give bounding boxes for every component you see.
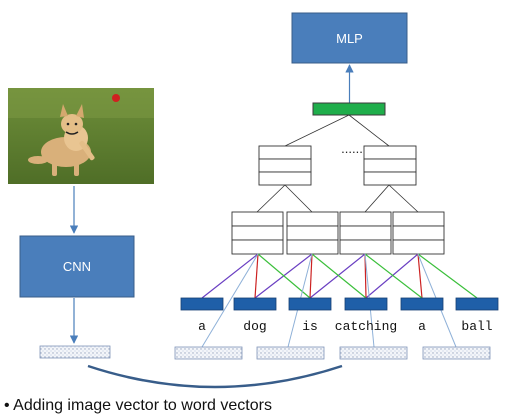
dotted-vector-icon: [339, 346, 408, 360]
token-edges: [201, 253, 478, 299]
tree-edge: [256, 184, 286, 213]
output-vector: [312, 102, 386, 116]
word-label: is: [302, 319, 318, 334]
dotted-vector-icon: [256, 346, 325, 360]
ellipsis-text: ......: [341, 141, 363, 156]
tree-node-bottom-1: [231, 211, 284, 255]
cnn-block: [19, 235, 135, 298]
tree-node-bottom-2: [286, 211, 339, 255]
adding-bracket: [87, 364, 343, 389]
token-box: [288, 297, 332, 311]
token-box: [233, 297, 277, 311]
dotted-vector-icon: [422, 346, 491, 360]
tree-edge: [388, 184, 419, 213]
token-box: [400, 297, 444, 311]
word-label: a: [418, 319, 426, 334]
dotted-vector-icon: [174, 346, 243, 360]
mlp-label: MLP: [336, 31, 363, 46]
tree-node-top-left: [258, 145, 312, 186]
tree-node-bottom-3: [339, 211, 392, 255]
cnn-label: CNN: [63, 259, 91, 274]
dog-photo-icon: [8, 88, 154, 184]
image-vector: [39, 345, 111, 359]
mlp-block: [291, 12, 408, 64]
token-box: [344, 297, 388, 311]
word-label: catching: [335, 319, 397, 334]
token-box: [455, 297, 499, 311]
tree-edge: [284, 184, 313, 213]
tree-edge: [348, 114, 390, 147]
tree-node-bottom-4: [392, 211, 445, 255]
word-label: a: [198, 319, 206, 334]
token-box: [180, 297, 224, 311]
tree-edge: [284, 114, 350, 147]
word-label: ball: [461, 319, 492, 334]
tree-node-top-right: [363, 145, 417, 186]
bullet-text: • Adding image vector to word vectors: [4, 397, 272, 414]
word-label: dog: [243, 319, 266, 334]
tree-edge: [364, 184, 390, 213]
